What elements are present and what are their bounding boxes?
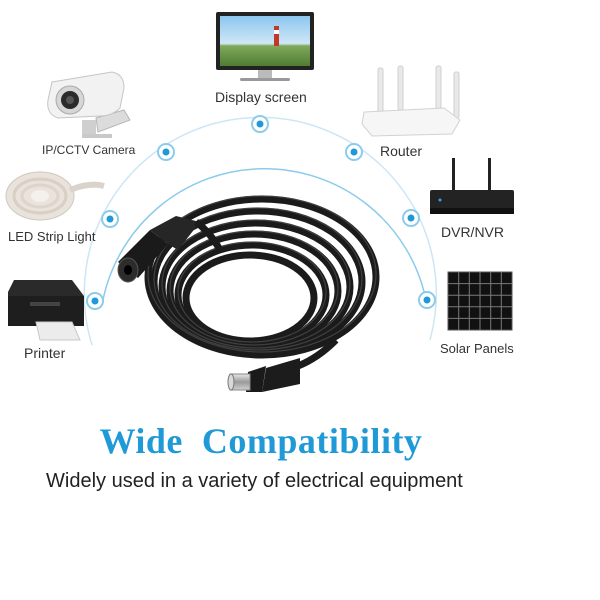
led-strip-reel-icon <box>5 171 105 221</box>
connector-dot-printer <box>86 292 104 310</box>
device-label-router: Router <box>380 143 423 159</box>
connector-dot-camera <box>157 143 175 161</box>
male-dc-plug <box>227 337 339 392</box>
device-label-display: Display screen <box>215 89 307 105</box>
dvr-recorder-icon <box>430 158 514 214</box>
device-label-solar: Solar Panels <box>440 341 514 356</box>
female-barrel-connector <box>117 216 224 283</box>
connector-dot-dvr <box>402 209 420 227</box>
subheadline: Widely used in a variety of electrical e… <box>46 470 463 492</box>
device-label-dvr: DVR/NVR <box>441 224 505 240</box>
inner-arc <box>101 167 427 306</box>
display-monitor-icon <box>216 12 314 81</box>
device-label-led: LED Strip Light <box>8 229 96 244</box>
device-label-camera: IP/CCTV Camera <box>42 143 136 157</box>
connector-dot-solar <box>418 291 436 309</box>
arc-connector-dots <box>86 115 436 310</box>
headline: Wide Compatibility <box>99 421 423 461</box>
connector-dot-router <box>345 143 363 161</box>
solar-panel-icon <box>447 271 513 331</box>
wifi-router-icon <box>361 65 461 137</box>
device-label-printer: Printer <box>24 345 66 361</box>
printer-icon <box>8 280 84 341</box>
coiled-dc-extension-cable <box>117 195 380 392</box>
connector-dot-led <box>101 210 119 228</box>
cctv-camera-icon <box>47 71 131 138</box>
connector-dot-display <box>251 115 269 133</box>
